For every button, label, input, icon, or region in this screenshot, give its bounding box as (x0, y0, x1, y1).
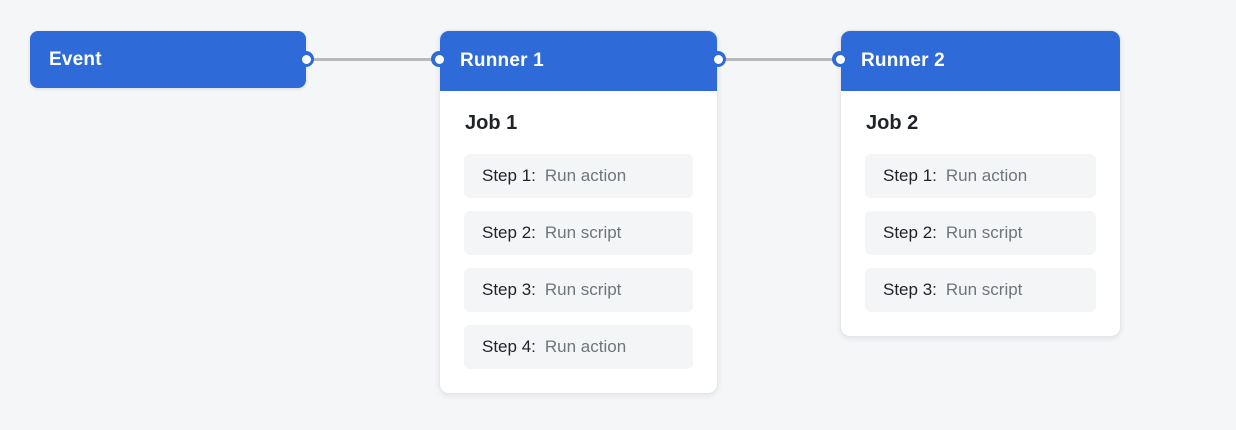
runner2-body: Job 2 Step 1: Run action Step 2: Run scr… (841, 91, 1120, 336)
job1-step-2: Step 2: Run script (464, 211, 693, 255)
event-node: Event (30, 31, 306, 88)
connector-dot-runner1-right (710, 51, 726, 67)
step-action: Run script (945, 280, 1023, 299)
job2-title: Job 2 (866, 112, 919, 134)
step-name: Step 3: (883, 280, 937, 299)
step-action: Run script (544, 223, 622, 242)
job1-steps: Step 1: Run action Step 2: Run script St… (464, 154, 693, 369)
runner2-label: Runner 2 (861, 50, 945, 71)
job1-step-4: Step 4: Run action (464, 325, 693, 369)
connector-event-to-runner1 (306, 58, 439, 61)
runner1-header: Runner 1 (440, 31, 717, 91)
connector-dot-runner2-left (832, 51, 848, 67)
connector-dot-event-right (298, 51, 314, 67)
step-name: Step 2: (482, 223, 536, 242)
runner2-card: Runner 2 Job 2 Step 1: Run action Step 2… (840, 30, 1121, 337)
job2-step-3: Step 3: Run script (865, 268, 1096, 312)
connector-runner1-to-runner2 (718, 58, 840, 61)
runner2-header: Runner 2 (841, 31, 1120, 91)
job1-step-3: Step 3: Run script (464, 268, 693, 312)
event-label: Event (49, 48, 102, 70)
connector-dot-runner1-left (431, 51, 447, 67)
step-name: Step 2: (883, 223, 937, 242)
job2-steps: Step 1: Run action Step 2: Run script St… (865, 154, 1096, 312)
step-action: Run script (945, 223, 1023, 242)
job2-step-2: Step 2: Run script (865, 211, 1096, 255)
runner1-body: Job 1 Step 1: Run action Step 2: Run scr… (440, 91, 717, 393)
step-action: Run action (945, 166, 1028, 185)
step-action: Run action (544, 166, 627, 185)
step-action: Run action (544, 337, 627, 356)
runner1-card: Runner 1 Job 1 Step 1: Run action Step 2… (439, 30, 718, 394)
step-name: Step 1: (883, 166, 937, 185)
job1-step-1: Step 1: Run action (464, 154, 693, 198)
runner1-label: Runner 1 (460, 50, 544, 71)
step-name: Step 3: (482, 280, 536, 299)
job2-step-1: Step 1: Run action (865, 154, 1096, 198)
step-action: Run script (544, 280, 622, 299)
step-name: Step 4: (482, 337, 536, 356)
job1-title: Job 1 (465, 112, 518, 134)
step-name: Step 1: (482, 166, 536, 185)
